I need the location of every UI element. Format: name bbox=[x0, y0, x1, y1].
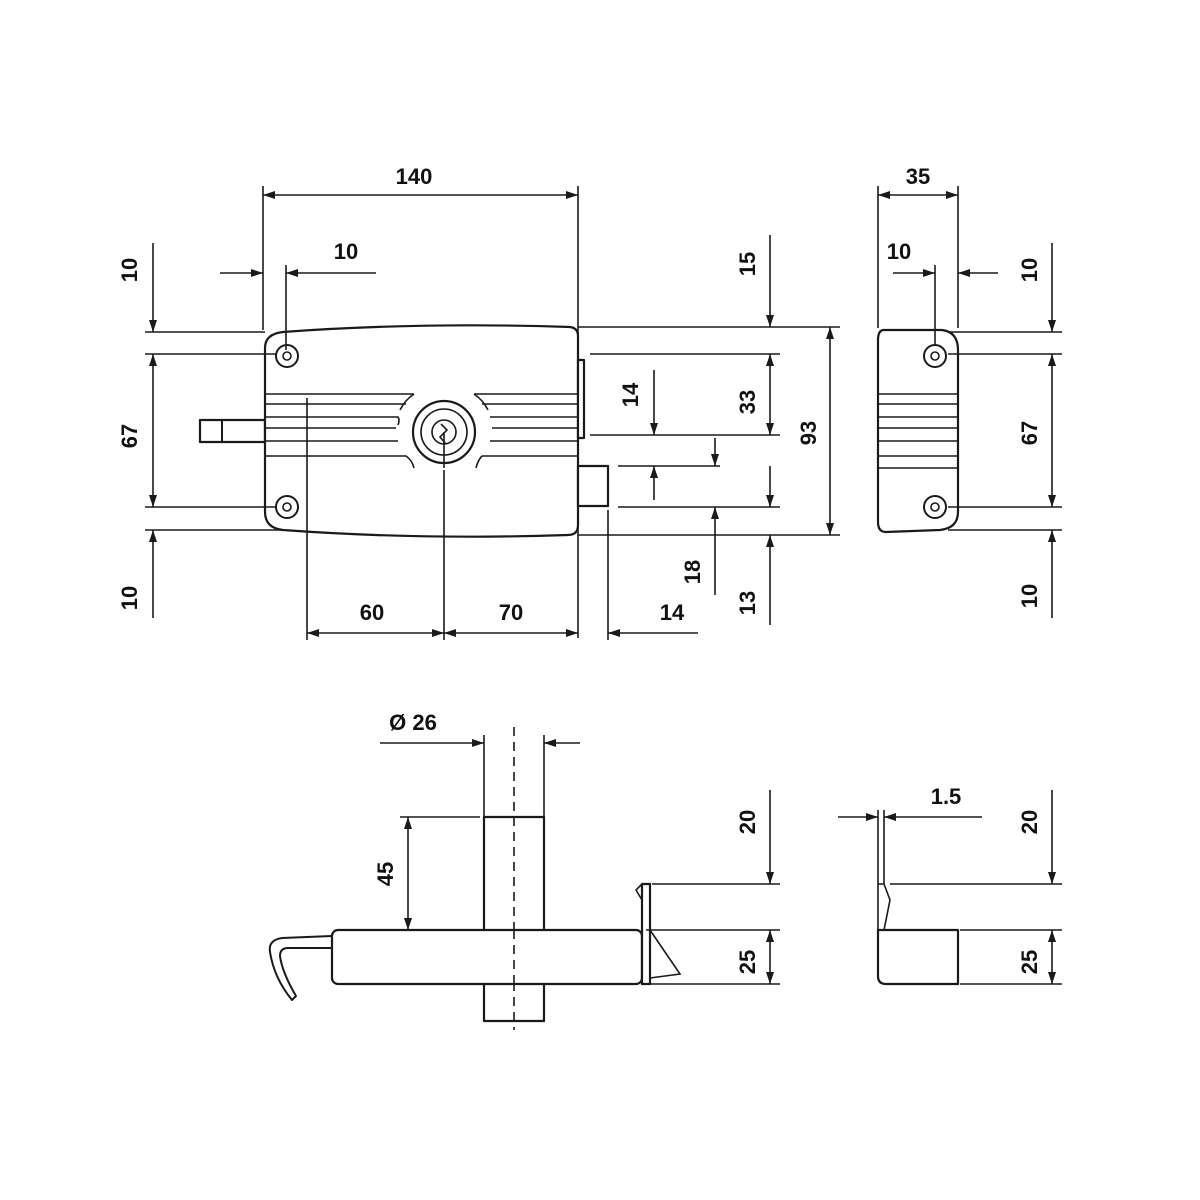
side-dim-top-edge: 10 bbox=[1017, 258, 1042, 282]
side-screw-bottom bbox=[923, 495, 947, 519]
case-ribs-right bbox=[473, 393, 578, 469]
dim-cylinder-diameter: Ø 26 bbox=[389, 710, 437, 735]
dim-right-upper: 33 bbox=[735, 390, 760, 414]
latch-plate bbox=[576, 358, 586, 440]
side-view: 35 10 10 67 10 bbox=[876, 164, 1062, 618]
side-ribs bbox=[878, 393, 958, 469]
side-dim-plate-height: 20 bbox=[1017, 810, 1042, 834]
dim-right-lower: 13 bbox=[735, 591, 760, 615]
dim-left-top-edge: 10 bbox=[117, 258, 142, 282]
front-view: 140 10 10 67 10 60 70 14 14 18 15 33 13 … bbox=[117, 164, 840, 640]
side-case-bottom bbox=[876, 928, 960, 986]
dim-cylinder-length: 45 bbox=[373, 862, 398, 886]
dim-cylinder-to-edge: 70 bbox=[499, 600, 523, 625]
latch bbox=[576, 464, 610, 508]
side-dim-body-height: 25 bbox=[1017, 950, 1042, 974]
latch-plate-bottom bbox=[640, 882, 652, 986]
bottom-side-view: 1.5 20 25 bbox=[838, 784, 1062, 986]
key-cylinder bbox=[411, 399, 477, 468]
side-dim-bottom-edge: 10 bbox=[1017, 584, 1042, 608]
hook-bolt bbox=[268, 935, 333, 1001]
dim-left-bottom-edge: 10 bbox=[117, 586, 142, 610]
side-dim-screw-spacing: 67 bbox=[1017, 421, 1042, 445]
dim-screw-offset: 10 bbox=[334, 239, 358, 264]
case-ribs-left bbox=[265, 393, 415, 469]
dim-plate-height: 20 bbox=[735, 810, 760, 834]
side-dim-depth: 35 bbox=[906, 164, 930, 189]
screw-top-left bbox=[275, 344, 299, 368]
side-case bbox=[876, 328, 960, 534]
dim-cylinder-height: 14 bbox=[618, 382, 643, 407]
dim-bolt-height: 18 bbox=[680, 560, 705, 584]
dim-right-top: 15 bbox=[735, 252, 760, 276]
dim-plate-thickness: 1.5 bbox=[931, 784, 962, 809]
dim-to-cylinder: 60 bbox=[360, 600, 384, 625]
dim-body-height: 25 bbox=[735, 950, 760, 974]
dim-total-height: 93 bbox=[796, 421, 821, 445]
dim-left-screw-spacing: 67 bbox=[117, 424, 142, 448]
dim-latch-projection: 14 bbox=[660, 600, 685, 625]
case-bottom bbox=[330, 928, 644, 986]
dim-width: 140 bbox=[396, 164, 433, 189]
deadbolt bbox=[198, 418, 267, 444]
side-dim-screw-offset: 10 bbox=[887, 239, 911, 264]
bottom-view: Ø 26 45 20 25 bbox=[268, 710, 780, 1030]
